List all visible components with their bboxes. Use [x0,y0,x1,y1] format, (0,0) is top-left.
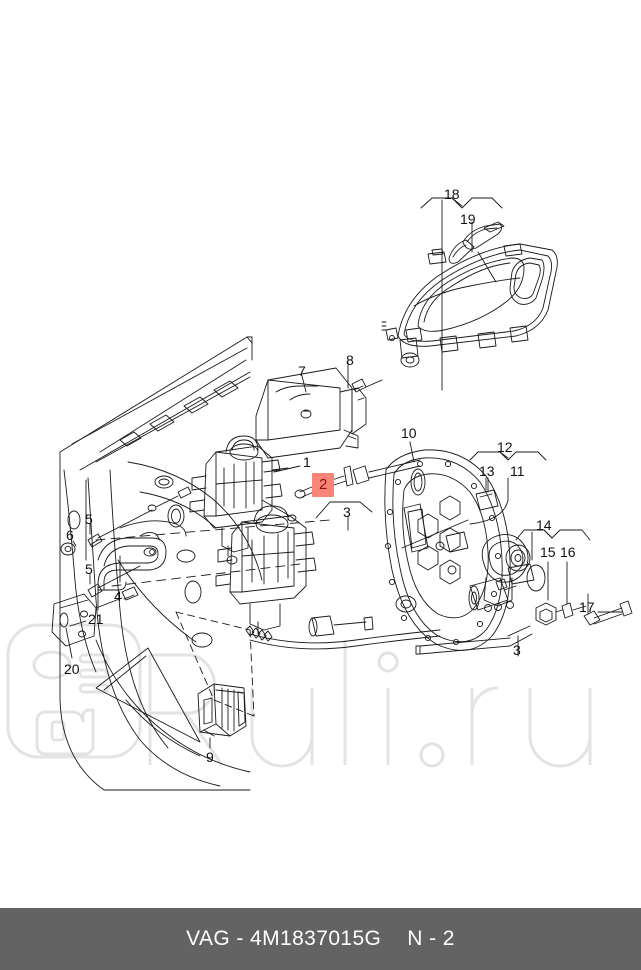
callout-3-lower: 3 [513,642,521,658]
callout-1: 1 [303,454,311,470]
callout-2-highlighted[interactable]: 2 [312,473,335,497]
callout-19: 19 [460,211,476,227]
callout-6: 6 [66,527,74,543]
callout-18: 18 [444,186,460,202]
callout-12: 12 [497,439,513,455]
callout-5-lower: 5 [85,561,93,577]
callout-16: 16 [560,544,576,560]
callout-14: 14 [536,517,552,533]
footer-text: VAG - 4M1837015G N - 2 [186,927,455,951]
footer-page-ref: N - 2 [407,927,455,950]
callout-5-upper: 5 [85,511,93,527]
callout-9: 9 [206,749,214,765]
callout-20: 20 [64,661,80,677]
callout-8: 8 [346,352,354,368]
callout-10: 10 [401,425,417,441]
callout-7: 7 [298,363,306,379]
callout-15: 15 [540,544,556,560]
callout-17: 17 [579,599,595,615]
callout-21: 21 [88,611,104,627]
callout-11: 11 [510,463,525,479]
callout-4: 4 [114,588,122,604]
callout-3-upper: 3 [343,504,351,520]
footer-bar: VAG - 4M1837015G N - 2 [0,908,641,970]
footer-part-code: VAG - 4M1837015G [186,927,382,950]
callout-13: 13 [479,463,495,479]
